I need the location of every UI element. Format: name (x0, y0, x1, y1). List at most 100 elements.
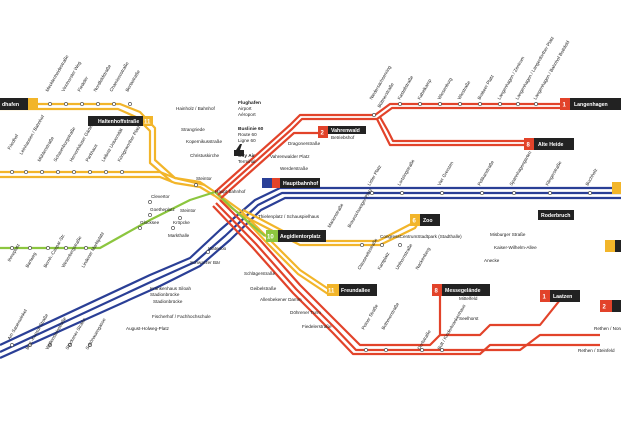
station-label-rethen_nord: Rethen / Nord (594, 326, 621, 331)
terminus-messegelaende-label: Messegelände (445, 288, 481, 294)
station-19 (10, 343, 14, 347)
station-label-kroepcke: Kröpcke (173, 220, 190, 225)
station-label-kabelkamp: Kabelkamp (417, 78, 433, 101)
station-label-leinhausen: Leinhausen / Bahnhof (19, 114, 46, 156)
terminus-laatzen[interactable]: 1 Laatzen (540, 290, 580, 302)
terminus-hauptbahnhof-label: Hauptbahnhof (283, 181, 318, 187)
terminus-messegelaende[interactable]: 8 Messegelände (432, 284, 490, 296)
yellow-line-3 (0, 102, 206, 187)
station-label-wiestr: Wiestraße (457, 79, 472, 100)
station-37 (512, 191, 516, 195)
station-43 (364, 348, 368, 352)
terminus-laatzen-num: 1 (543, 295, 547, 301)
terminus-vahrenwald-sub: Betriebshof (331, 135, 355, 140)
station-50 (206, 250, 210, 254)
red-line-6 (219, 199, 442, 347)
station-label-werder: Werderstraße (280, 166, 308, 171)
station-27 (438, 102, 442, 106)
terminus-alte-heide-label: Alte Heide (538, 142, 563, 148)
station-3 (96, 102, 100, 106)
station-label-ihme: Ihmeplatz (7, 242, 22, 262)
station-label-niedersachsenring: Niedersachsenring (369, 64, 393, 100)
blue-line-3 (0, 196, 621, 360)
station-label-thielenplatz: Thielenplatz / Schauspielhaus (258, 214, 320, 219)
station-label-dorfstr: Dorfstraße (417, 329, 432, 351)
terminus-dhafen-label: dhafen (2, 102, 19, 108)
station-labels: Hainholz / BahnhofStrangriedeKopernikuss… (126, 100, 621, 353)
blue-line-2 (0, 191, 621, 353)
station-2 (80, 102, 84, 106)
station-label-clevertor: Clevertor (151, 194, 170, 199)
station-label-christuskirche: Christuskirche (190, 153, 220, 158)
station-36 (480, 191, 484, 195)
station-16 (46, 246, 50, 250)
station-17 (64, 246, 68, 250)
station-6 (10, 170, 14, 174)
station-label-pelikan: Pelikanstraße (477, 159, 496, 186)
station-label-kaiser: Kaiser-Wilhelm-Allee (494, 245, 537, 250)
station-21 (48, 343, 52, 347)
red-line-5 (379, 116, 530, 143)
terminus-freundallee[interactable]: 11 Freundallee (327, 284, 377, 296)
station-0 (48, 102, 52, 106)
terminus-laatzen-label: Laatzen (553, 294, 572, 300)
red-line-south (212, 199, 600, 356)
red-line-2 (217, 106, 560, 196)
station-26 (418, 102, 422, 106)
station-23 (88, 343, 92, 347)
terminus-zoo-label: Zoo (423, 218, 433, 224)
station-20 (28, 343, 32, 347)
terminus-haltenhoffstrasse[interactable]: Haltenhoffstraße 11 (88, 116, 153, 126)
terminus-alte-heide[interactable]: 8 Alte Heide (524, 138, 574, 150)
terminus-dhafen[interactable]: dhafen (0, 98, 38, 110)
terminus-vahrenwald-label: Vahrenwald (331, 128, 360, 134)
station-label-august: August-Holweg-Platz (126, 326, 170, 331)
station-label-lindener: Lindener Marktplatz (81, 230, 106, 268)
station-24 (372, 113, 376, 117)
station-label-stadion: Stadionbrücke (153, 299, 183, 304)
station-label-klinger: Klingerstraße (545, 160, 563, 187)
station-label-stoeckener: Stöckener Straße (65, 317, 87, 351)
station-41 (380, 243, 384, 247)
station-51 (148, 200, 152, 204)
station-label-buslinie: Buslinie 60 (238, 126, 264, 132)
station-13 (120, 170, 124, 174)
station-32 (534, 102, 538, 106)
station-label-schoenauen: Schönauengasse (85, 317, 107, 351)
station-9 (56, 170, 60, 174)
terminus-zoo[interactable]: 6 Zoo (410, 214, 440, 226)
station-42 (398, 243, 402, 247)
blue-line-1 (0, 186, 621, 346)
terminus-vahrenwald[interactable]: 2 Vahrenwald Betriebshof (318, 126, 366, 140)
station-label-anecke: Anecke (484, 258, 500, 263)
station-40 (360, 243, 364, 247)
station-46 (440, 348, 444, 352)
terminus-aegidientorplatz[interactable]: 10 Aegidientorplatz (266, 230, 326, 242)
station-label-steintor: Steintor (196, 176, 212, 181)
station-1 (64, 102, 68, 106)
terminus-haltenhoffstrasse-label: Haltenhoffstraße (98, 119, 139, 125)
station-label-ligne: Ligne 60 (238, 138, 256, 143)
station-label-clausewitz: Clausewitzstraße (357, 237, 379, 270)
station-markers (10, 102, 592, 352)
station-label-allenbekener: Allenbekener Damm (260, 297, 302, 302)
station-label-cityair: City Air (238, 153, 255, 159)
station-label-hainholz: Hainholz / Bahnhof (176, 106, 216, 111)
station-15 (28, 246, 32, 250)
airport-icon (234, 144, 244, 156)
terminus-langenhagen[interactable]: 1 Langenhagen (560, 98, 621, 110)
station-label-stadion: Stadionbrücke (150, 292, 180, 297)
station-label-peiner: Peiner Straße (361, 303, 380, 330)
terminus-edge-yellow-2 (605, 240, 615, 252)
station-label-mittelfeld: Mittelfeld (459, 296, 478, 301)
station-label-congress: CongressCentrumStadtpark (Stadthalle) (380, 234, 462, 239)
station-label-vahrenwalder: Vahrenwalder Platz (270, 154, 310, 159)
terminus-line-2-south[interactable]: 2 (600, 300, 621, 312)
terminus-alte-heide-num: 8 (527, 143, 531, 149)
station-label-rethen_steinfeld: Rethen / Steinfeld (578, 348, 615, 353)
station-label-schwarzer_baer: Schwarzer Bär (190, 260, 221, 265)
terminus-hauptbahnhof[interactable]: Hauptbahnhof (262, 178, 320, 188)
station-label-terminal: Terminal (238, 159, 255, 164)
green-line (0, 190, 266, 250)
terminus-roderbruch[interactable]: Roderbruch (538, 210, 574, 220)
